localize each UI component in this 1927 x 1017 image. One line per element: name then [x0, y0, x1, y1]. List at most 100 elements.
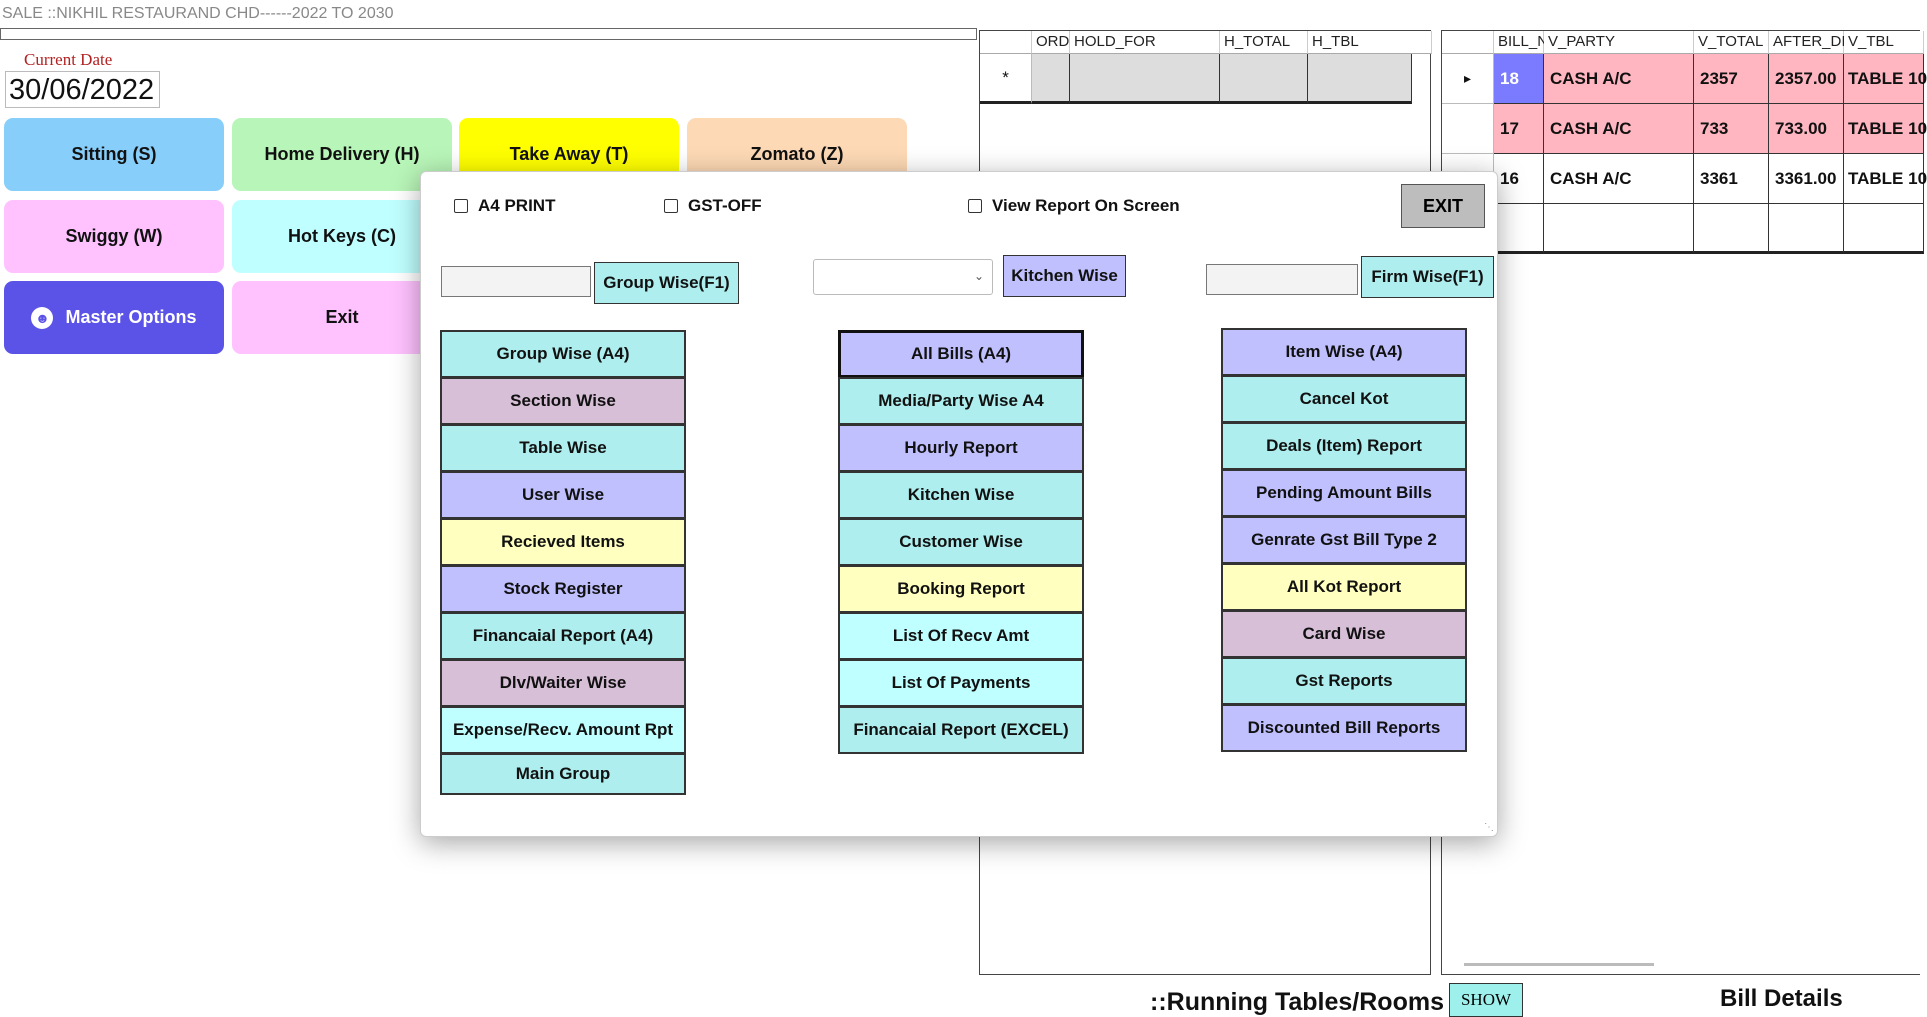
grid-header-after-disc[interactable]: AFTER_DI — [1769, 31, 1846, 54]
grid-header-cell — [1442, 31, 1494, 54]
report-all-kot[interactable]: All Kot Report — [1221, 563, 1467, 611]
checkbox-box[interactable] — [968, 199, 982, 213]
report-cancel-kot[interactable]: Cancel Kot — [1221, 375, 1467, 423]
total-cell[interactable]: 2357 — [1694, 54, 1769, 104]
sitting-button[interactable]: Sitting (S) — [4, 118, 224, 191]
a4-print-checkbox[interactable]: A4 PRINT — [454, 196, 555, 216]
report-discounted-bills[interactable]: Discounted Bill Reports — [1221, 704, 1467, 752]
bill-details-label: Bill Details — [1720, 985, 1843, 1012]
grid-header-h-total[interactable]: H_TOTAL — [1220, 31, 1308, 54]
bill-no-cell[interactable]: 18 — [1494, 54, 1544, 104]
group-wise-f1-button[interactable]: Group Wise(F1) — [594, 262, 739, 304]
reports-dialog: A4 PRINT GST-OFF View Report On Screen E… — [420, 171, 1498, 837]
checkbox-box[interactable] — [454, 199, 468, 213]
report-financial-a4[interactable]: Financaial Report (A4) — [440, 612, 686, 660]
report-section-wise[interactable]: Section Wise — [440, 377, 686, 425]
report-all-bills-a4[interactable]: All Bills (A4) — [838, 330, 1084, 378]
table-name-cell[interactable]: TABLE 10 — [1844, 154, 1927, 204]
report-list-recv-amt[interactable]: List Of Recv Amt — [838, 612, 1084, 660]
gst-off-label: GST-OFF — [688, 196, 762, 215]
report-expense-recv[interactable]: Expense/Recv. Amount Rpt — [440, 706, 686, 754]
table-cell[interactable] — [1220, 54, 1308, 104]
new-row-marker: * — [980, 54, 1032, 104]
horizontal-scrollbar[interactable] — [1464, 963, 1654, 966]
report-item-wise-a4[interactable]: Item Wise (A4) — [1221, 328, 1467, 376]
party-cell[interactable]: CASH A/C — [1544, 154, 1694, 204]
kitchen-wise-button[interactable]: Kitchen Wise — [1003, 255, 1126, 297]
current-date-label: Current Date — [24, 50, 113, 69]
report-hourly[interactable]: Hourly Report — [838, 424, 1084, 472]
table-cell[interactable] — [1769, 204, 1844, 254]
exit-button[interactable]: Exit — [232, 281, 452, 354]
table-cell[interactable] — [1494, 204, 1544, 254]
view-report-checkbox[interactable]: View Report On Screen — [968, 196, 1180, 216]
firm-wise-f1-button[interactable]: Firm Wise(F1) — [1361, 256, 1494, 298]
party-cell[interactable]: CASH A/C — [1544, 104, 1694, 154]
table-cell[interactable] — [1844, 204, 1924, 254]
table-cell[interactable] — [1544, 204, 1694, 254]
master-options-label: Master Options — [65, 307, 197, 327]
report-received-items[interactable]: Recieved Items — [440, 518, 686, 566]
report-kitchen-wise[interactable]: Kitchen Wise — [838, 471, 1084, 519]
report-pending-amount-bills[interactable]: Pending Amount Bills — [1221, 469, 1467, 517]
grid-header-ord[interactable]: ORD — [1032, 31, 1070, 54]
grid-header-hold-for[interactable]: HOLD_FOR — [1070, 31, 1220, 54]
swiggy-button[interactable]: Swiggy (W) — [4, 200, 224, 273]
report-financial-excel[interactable]: Financaial Report (EXCEL) — [838, 706, 1084, 754]
grid-header-bill-no[interactable]: BILL_N — [1494, 31, 1548, 54]
report-list-payments[interactable]: List Of Payments — [838, 659, 1084, 707]
report-table-wise[interactable]: Table Wise — [440, 424, 686, 472]
gst-off-checkbox[interactable]: GST-OFF — [664, 196, 762, 216]
report-group-wise-a4[interactable]: Group Wise (A4) — [440, 330, 686, 378]
report-main-group[interactable]: Main Group — [440, 753, 686, 795]
current-date-field[interactable]: 30/06/2022 — [5, 71, 160, 108]
table-cell[interactable] — [1070, 54, 1220, 104]
bills-grid[interactable]: BILL_N V_PARTY V_TOTAL AFTER_DI V_TBL ▸ … — [1441, 30, 1927, 975]
table-name-cell[interactable]: TABLE 10 — [1844, 104, 1927, 154]
report-booking[interactable]: Booking Report — [838, 565, 1084, 613]
running-tables-label: ::Running Tables/Rooms — [1150, 988, 1444, 1016]
row-selector[interactable] — [1442, 104, 1494, 154]
home-delivery-button[interactable]: Home Delivery (H) — [232, 118, 452, 191]
row-selector[interactable]: ▸ — [1442, 54, 1494, 104]
bill-no-cell[interactable]: 16 — [1494, 154, 1544, 204]
bill-no-cell[interactable]: 17 — [1494, 104, 1544, 154]
table-cell[interactable] — [1032, 54, 1070, 104]
grid-header-h-tbl[interactable]: H_TBL — [1308, 31, 1432, 54]
top-input-bar — [0, 28, 977, 40]
report-stock-register[interactable]: Stock Register — [440, 565, 686, 613]
grid-header-v-party[interactable]: V_PARTY — [1544, 31, 1694, 54]
checkbox-box[interactable] — [664, 199, 678, 213]
report-generate-gst-bill-type2[interactable]: Genrate Gst Bill Type 2 — [1221, 516, 1467, 564]
report-deals-item[interactable]: Deals (Item) Report — [1221, 422, 1467, 470]
show-button[interactable]: SHOW — [1449, 983, 1523, 1017]
report-user-wise[interactable]: User Wise — [440, 471, 686, 519]
cat-icon: ☻ — [31, 306, 54, 329]
resize-grip-icon[interactable]: ⋱ — [1484, 822, 1494, 833]
firm-wise-input[interactable] — [1206, 264, 1358, 295]
grid-header-cell — [980, 31, 1032, 54]
table-cell[interactable] — [1308, 54, 1412, 104]
grid-header-v-total[interactable]: V_TOTAL — [1694, 31, 1769, 54]
hot-keys-button[interactable]: Hot Keys (C) — [232, 200, 452, 273]
chevron-down-icon: ⌄ — [973, 269, 984, 283]
report-card-wise[interactable]: Card Wise — [1221, 610, 1467, 658]
after-disc-cell[interactable]: 3361.00 — [1769, 154, 1844, 204]
report-customer-wise[interactable]: Customer Wise — [838, 518, 1084, 566]
total-cell[interactable]: 733 — [1694, 104, 1769, 154]
after-disc-cell[interactable]: 2357.00 — [1769, 54, 1844, 104]
report-media-party-wise[interactable]: Media/Party Wise A4 — [838, 377, 1084, 425]
table-name-cell[interactable]: TABLE 10 — [1844, 54, 1927, 104]
dialog-exit-button[interactable]: EXIT — [1401, 184, 1485, 228]
report-dlv-waiter-wise[interactable]: Dlv/Waiter Wise — [440, 659, 686, 707]
master-options-button[interactable]: ☻ Master Options — [4, 281, 224, 354]
total-cell[interactable]: 3361 — [1694, 154, 1769, 204]
party-cell[interactable]: CASH A/C — [1544, 54, 1694, 104]
kitchen-select[interactable]: ⌄ — [813, 259, 993, 295]
report-gst-reports[interactable]: Gst Reports — [1221, 657, 1467, 705]
after-disc-cell[interactable]: 733.00 — [1769, 104, 1844, 154]
grid-header-v-tbl[interactable]: V_TBL — [1844, 31, 1924, 54]
group-wise-input[interactable] — [441, 266, 591, 297]
table-cell[interactable] — [1694, 204, 1769, 254]
window-title: SALE ::NIKHIL RESTAURAND CHD------2022 T… — [2, 5, 394, 22]
